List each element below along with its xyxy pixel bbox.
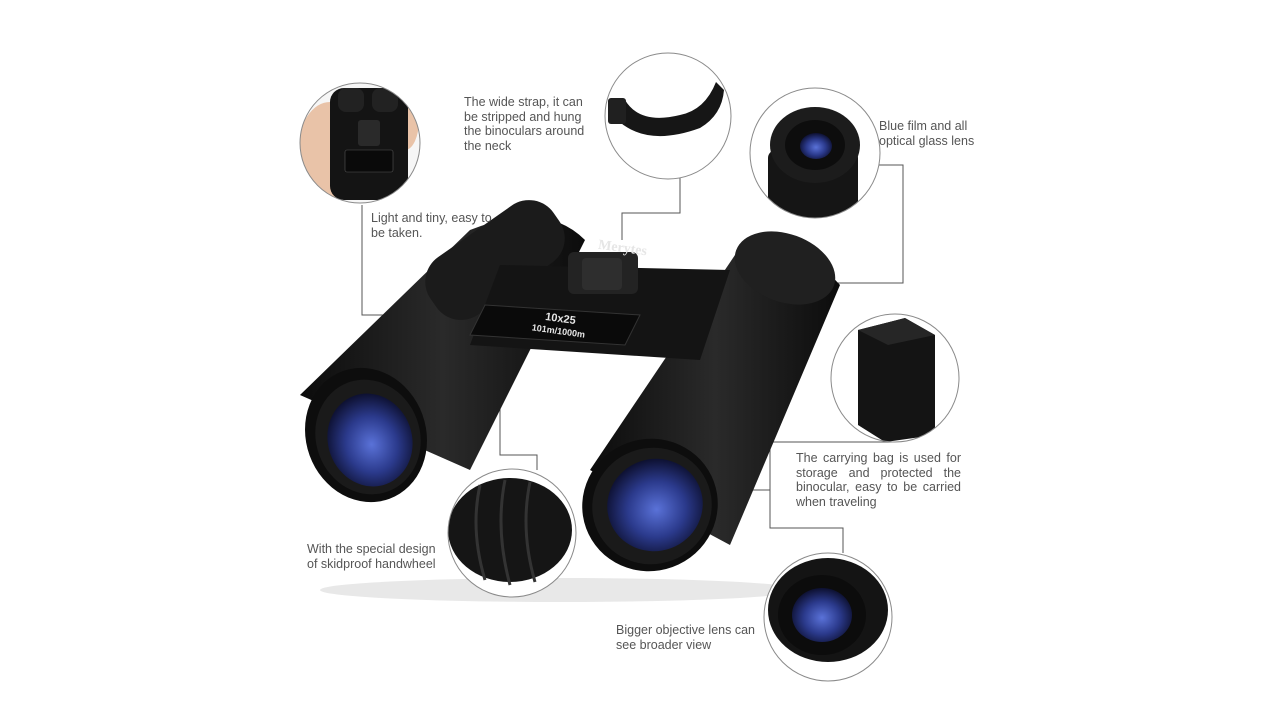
binoculars-main: Merytes 10x25 101m/1000m: [300, 200, 840, 602]
leader-wheel: [499, 385, 538, 470]
inset-eyepiece: [749, 87, 881, 219]
caption-wheel: With the special design of skidproof han…: [307, 542, 436, 571]
model-label: 10x25: [544, 311, 576, 327]
caption-strap: The wide strap, it can be stripped and h…: [464, 95, 585, 153]
inset-handwheel: [447, 468, 577, 598]
leader-objective: [769, 490, 844, 553]
caption-lens: Blue film and all optical glass lens: [879, 119, 975, 148]
right-objective-lens: [607, 458, 703, 552]
left-objective-lens: [327, 393, 413, 487]
brand-label: Merytes: [597, 238, 648, 260]
leader-strap: [621, 178, 681, 240]
caption-light: Light and tiny, easy to be taken.: [371, 211, 492, 240]
inset-objective: [763, 552, 893, 682]
caption-bag: The carrying bag is used for storage and…: [796, 451, 961, 509]
caption-objective: Bigger objective lens can see broader vi…: [616, 623, 755, 652]
leader-lens: [815, 164, 904, 284]
inset-bag: [830, 313, 960, 443]
inset-hand: [299, 82, 421, 204]
inset-strap: [604, 52, 732, 180]
